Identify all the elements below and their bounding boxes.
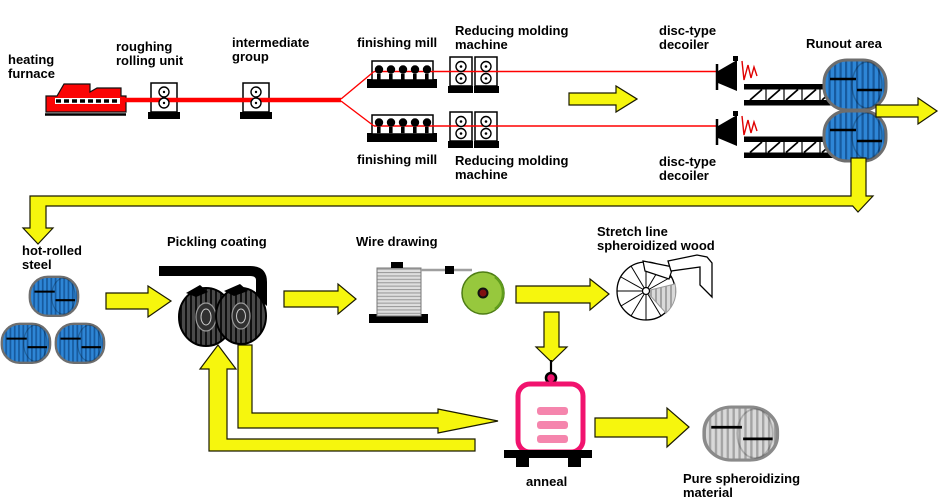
runout-coil-2: [822, 109, 888, 163]
label-stretch-line: Stretch line spheroidized wood: [597, 224, 715, 253]
hot-rolled-coil-1: [28, 275, 80, 317]
stretch-line-wheel: [616, 254, 713, 321]
runout-coil-1: [822, 58, 888, 112]
disc-decoiler-bottom: [715, 111, 758, 146]
label-reducing-molding-bottom: Reducing molding machine: [455, 153, 569, 182]
label-disc-decoiler-bottom: disc-type decoiler: [659, 154, 717, 183]
anneal-furnace: [504, 360, 592, 467]
finishing-mill-bottom-rollers: [374, 118, 432, 134]
label-roughing-rolling-unit: roughing rolling unit: [116, 39, 184, 68]
exit-arrow-right: [875, 96, 939, 126]
label-finishing-mill-bottom: finishing mill: [357, 152, 438, 167]
path-return-to-pickling: [198, 344, 476, 452]
reducing-molding-bottom-rollers: [455, 115, 492, 140]
label-runout-area: Runout area: [806, 36, 882, 51]
label-wire-drawing: Wire drawing: [356, 234, 438, 249]
label-intermediate-group: intermediate group: [232, 35, 310, 64]
pickling-coils: [178, 284, 267, 347]
label-anneal: anneal: [526, 474, 568, 489]
label-finishing-mill-top: finishing mill: [357, 35, 438, 50]
label-hot-rolled-steel: hot-rolled steel: [22, 243, 82, 272]
label-heating-furnace: heating furnace: [8, 52, 55, 81]
label-reducing-molding-top: Reducing molding machine: [455, 23, 569, 52]
reducing-molding-top-rollers: [455, 60, 492, 85]
pure-spheroidizing-coil: [702, 405, 780, 462]
reducing-molding-machine-bottom: [448, 111, 499, 148]
finishing-mill-top-rollers: [374, 65, 432, 81]
label-pure-spheroidizing: Pure spheroidizing material: [683, 471, 801, 500]
wire-drawing-machine: [369, 262, 505, 323]
hot-rolled-coil-3: [54, 322, 106, 364]
arrow-pickling-to-wire: [283, 282, 357, 316]
reducing-molding-machine-top: [448, 56, 499, 93]
transfer-arrow-mid: [568, 84, 639, 114]
disc-decoiler-top: [715, 56, 758, 91]
arrow-anneal-to-material: [594, 406, 690, 449]
arrow-wire-to-stretch: [515, 277, 610, 312]
label-pickling-coating: Pickling coating: [167, 234, 267, 249]
path-pickling-to-anneal: [237, 344, 499, 434]
label-disc-decoiler-top: disc-type decoiler: [659, 23, 717, 52]
hot-rolled-coil-2: [0, 322, 52, 364]
arrow-hot-rolled-to-pickling: [105, 284, 173, 319]
return-path: [21, 157, 875, 245]
roughing-rollers: [158, 86, 170, 109]
pickling-hanger: [159, 266, 267, 306]
intermediate-rollers: [250, 86, 262, 109]
arrow-down-to-anneal: [534, 311, 569, 363]
heating-furnace: [45, 83, 127, 116]
